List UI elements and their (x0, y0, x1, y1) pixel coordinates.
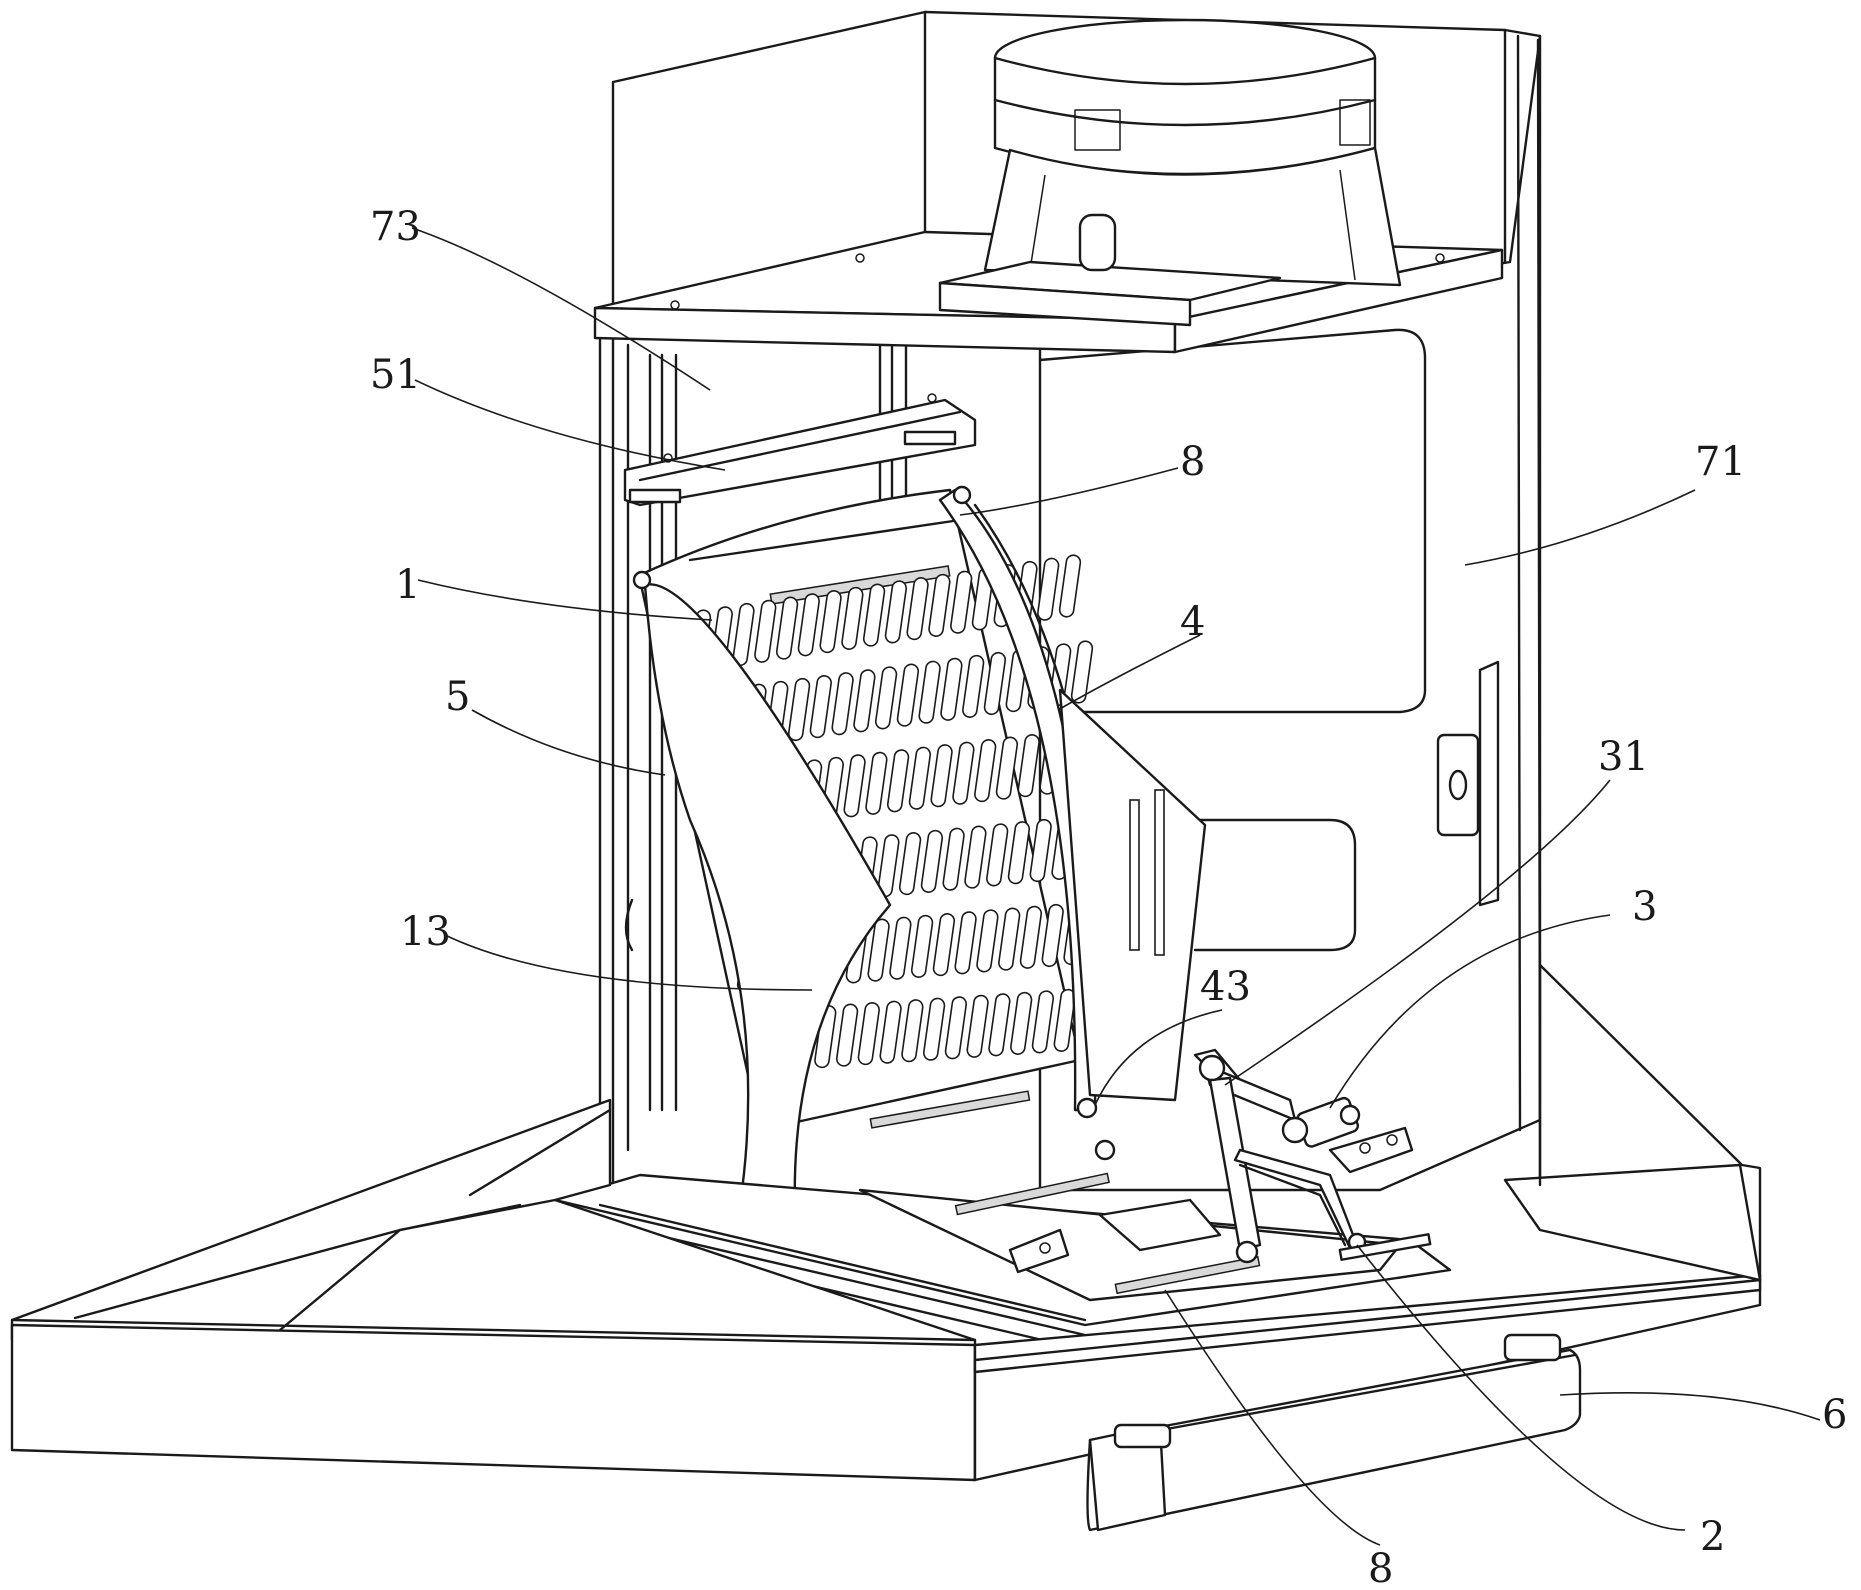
filter-slot (930, 744, 953, 808)
label-8-upper: 8 (1180, 439, 1205, 485)
filter-slot (920, 829, 944, 893)
slide-rail-5 (623, 393, 977, 507)
filter-slot (809, 675, 832, 739)
filter-slot (988, 993, 1011, 1057)
filter-slot (754, 599, 777, 663)
filter-slot (942, 827, 965, 891)
filter-slot (898, 832, 922, 896)
filter-slot (998, 907, 1021, 971)
filter-slot (1031, 990, 1055, 1054)
filter-slot (986, 823, 1009, 887)
filter-slot (940, 657, 963, 721)
filter-slot (908, 746, 932, 810)
filter-slot (1070, 640, 1094, 704)
filter-slot (1058, 554, 1082, 618)
arm-4 (938, 488, 1097, 1112)
filter-slot (867, 918, 890, 982)
filter-slot (831, 672, 854, 736)
filter-slot (857, 1002, 880, 1066)
filter-slot (843, 754, 866, 818)
filter-slot (944, 996, 968, 1060)
filter-slot (983, 651, 1007, 716)
filter-slot (835, 1003, 859, 1067)
label-1: 1 (395, 562, 420, 608)
filter-slot (928, 573, 951, 637)
filter-slot (862, 583, 886, 647)
filter-slot (918, 660, 941, 724)
filter-slot (964, 825, 987, 889)
filter-slot (1007, 821, 1031, 885)
filter-slot (879, 1000, 902, 1064)
leader-lines (411, 227, 1821, 1546)
filter-slot (954, 911, 977, 975)
filter-slot (952, 741, 975, 805)
label-4: 4 (1180, 599, 1205, 645)
filter-slot (865, 751, 888, 815)
filter-slot (910, 914, 934, 978)
filter-slot (974, 739, 997, 803)
filter-slot (1017, 734, 1040, 798)
side-window (1038, 328, 1427, 714)
extension-6 (1086, 1348, 1582, 1532)
label-8-lower: 8 (1368, 1546, 1393, 1590)
filter-slot (884, 580, 908, 644)
label-71: 71 (1695, 439, 1746, 485)
filter-slot (932, 913, 956, 977)
filter-slot (889, 916, 912, 980)
filter-slot (1010, 991, 1033, 1055)
filter-slot (906, 577, 929, 641)
filter-slot (874, 666, 898, 730)
filter-slot (1053, 988, 1076, 1052)
filter-slot (853, 669, 876, 733)
filter-slot (1037, 557, 1060, 621)
filter-slot (819, 590, 842, 654)
label-73: 73 (370, 204, 421, 250)
filter-slot (841, 586, 864, 650)
callout-labels: 73 51 8 71 1 4 5 31 3 13 43 6 8 2 (370, 204, 1847, 1590)
label-13: 13 (400, 909, 451, 955)
filter-slot (950, 570, 973, 634)
filter-slot (896, 663, 920, 727)
filter-slot (797, 593, 820, 657)
filter-slot (995, 736, 1019, 800)
filter-slot (962, 654, 985, 718)
label-6: 6 (1822, 1392, 1847, 1438)
filter-slot (976, 909, 999, 973)
filter-slot (775, 596, 799, 660)
label-31: 31 (1598, 734, 1649, 780)
side-latch (1436, 733, 1480, 837)
label-51: 51 (370, 352, 421, 398)
filter-slot (901, 999, 924, 1063)
filter-slot (966, 994, 989, 1058)
filter-panel-1 (632, 485, 1207, 1212)
filter-slot (787, 677, 811, 742)
label-2: 2 (1700, 1514, 1725, 1560)
filter-slot (1041, 903, 1064, 968)
hood-skirt (10, 963, 1762, 1532)
filter-slot (922, 997, 946, 1061)
filter-slot (1029, 818, 1052, 883)
label-3: 3 (1632, 884, 1657, 930)
filter-slot (1019, 905, 1043, 969)
fan-motor-assembly (593, 18, 1504, 354)
filter-slot (886, 749, 910, 813)
linkage-assembly (1193, 1048, 1432, 1264)
label-43: 43 (1200, 964, 1251, 1010)
label-5: 5 (445, 674, 470, 720)
